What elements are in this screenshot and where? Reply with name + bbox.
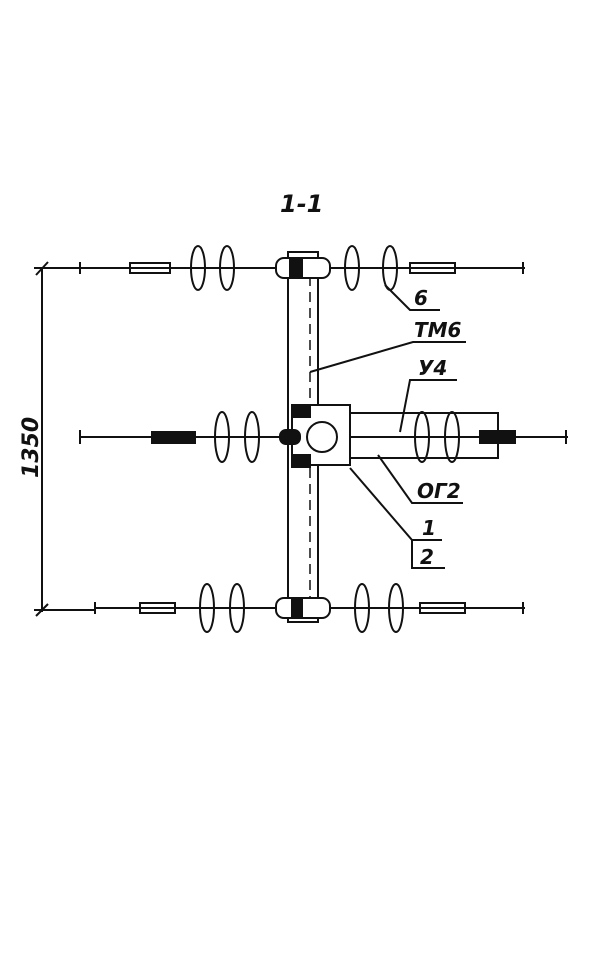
callout-og2: ОГ2 — [417, 479, 461, 503]
dimension-value: 1350 — [19, 417, 44, 478]
callout-2: 2 — [420, 545, 434, 569]
callout-tm6: ТМ6 — [414, 318, 462, 342]
section-title: 1-1 — [280, 190, 323, 218]
callout-6: 6 — [414, 286, 428, 310]
callout-leaders — [309, 284, 466, 569]
callout-1: 1 — [422, 516, 436, 540]
bottom-insulator-string — [94, 583, 525, 633]
middle-insulator-string — [79, 404, 568, 468]
top-insulator-string — [79, 245, 525, 291]
callout-u4: У4 — [418, 356, 447, 380]
dimension-line — [34, 261, 95, 617]
